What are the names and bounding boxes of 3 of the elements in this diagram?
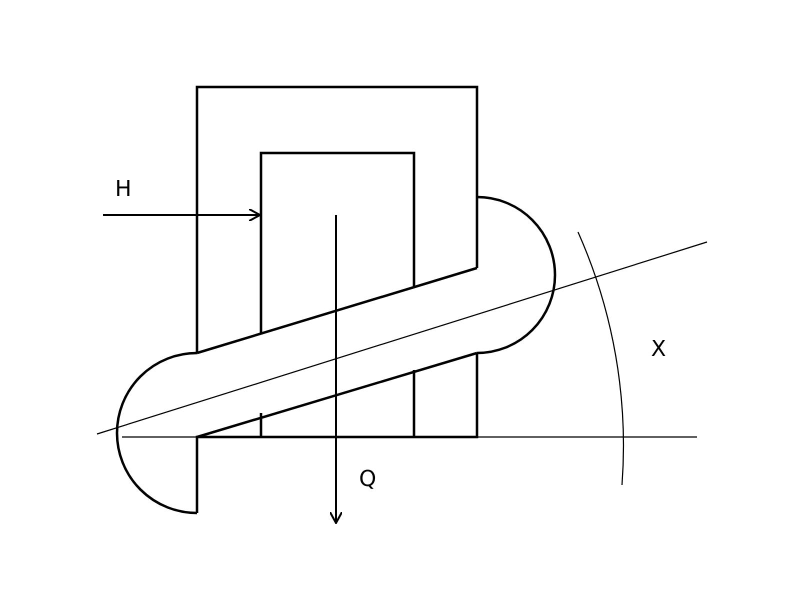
force-label: H (115, 178, 132, 202)
force-label: Q (359, 468, 376, 492)
angle-label: X (651, 338, 666, 362)
